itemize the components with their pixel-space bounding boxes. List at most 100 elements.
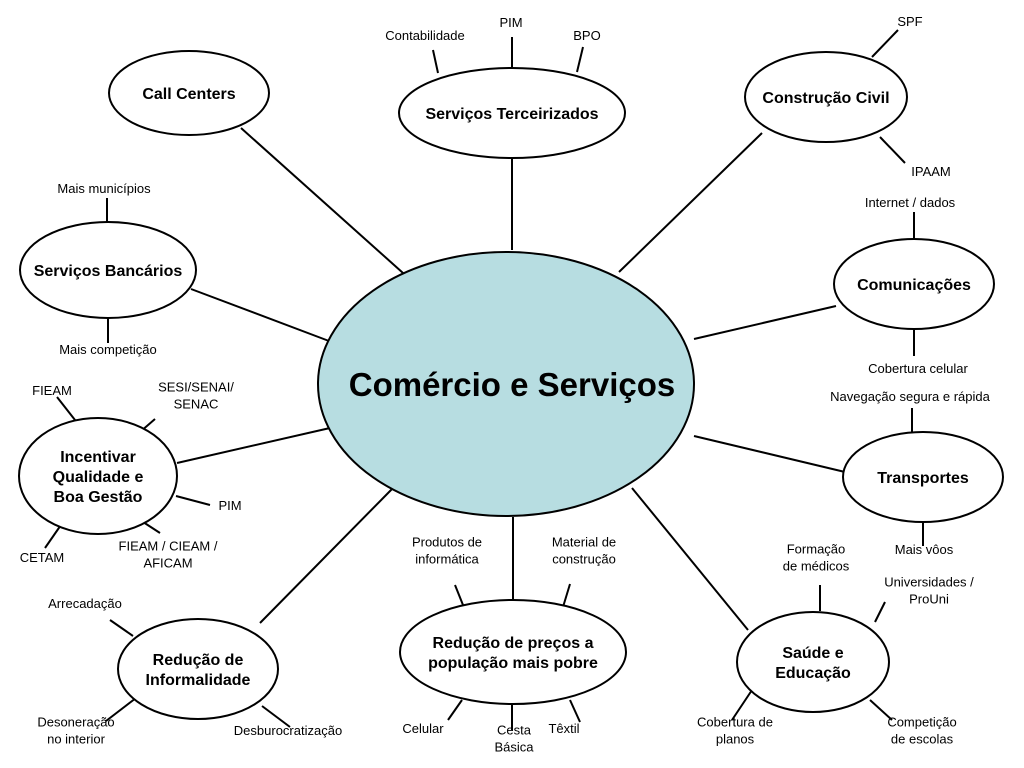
spoke-reducao-informalidade — [259, 488, 393, 624]
spoke-incentivar-qualidade — [176, 427, 331, 464]
leaf-label-reducao-informalidade-2-line-1: Desoneração — [37, 715, 114, 730]
node-ellipse-saude-educacao — [736, 611, 890, 713]
node-ellipse-servicos-terceirizados — [398, 67, 626, 159]
leaf-label-servicos-terceirizados-1: Contabilidade — [385, 28, 465, 43]
spoke-saude-educacao — [631, 487, 749, 631]
node-label-reducao-precos-line-2: população mais pobre — [428, 655, 598, 672]
node-label-transportes: Transportes — [877, 470, 969, 487]
leaf-label-comunicacoes-1: Internet / dados — [865, 195, 956, 210]
leaf-label-reducao-precos-1-line-2: informática — [415, 552, 479, 567]
node-ellipse-reducao-informalidade — [117, 618, 279, 720]
leaf-label-reducao-informalidade-3-line-1: Desburocratização — [234, 723, 342, 738]
node-ellipse-comunicacoes — [833, 238, 995, 330]
spoke-construcao-civil — [618, 132, 763, 273]
leaf-label-reducao-informalidade-1-line-1: Arrecadação — [48, 596, 122, 611]
leaf-label-servicos-terceirizados-1-line-1: Contabilidade — [385, 28, 465, 43]
node-call-centers: Call Centers — [108, 50, 270, 136]
leaf-label-servicos-bancarios-2: Mais competição — [59, 342, 157, 357]
leaf-label-comunicacoes-2: Cobertura celular — [868, 361, 968, 376]
node-comunicacoes: Comunicações — [833, 238, 995, 330]
leaf-label-incentivar-qualidade-3-line-1: PIM — [218, 498, 241, 513]
leaf-connector-construcao-civil-1 — [871, 29, 899, 58]
leaf-label-reducao-informalidade-2: Desoneração no interior — [37, 715, 114, 747]
node-label-servicos-bancarios-line-1: Serviços Bancários — [34, 263, 183, 280]
leaf-connector-saude-educacao-3 — [731, 689, 753, 721]
leaf-connector-servicos-terceirizados-1 — [432, 49, 439, 74]
node-construcao-civil: Construção Civil — [744, 51, 908, 143]
center-label: Comércio e Serviços — [349, 366, 676, 403]
leaf-label-incentivar-qualidade-4-line-2: AFICAM — [143, 556, 192, 571]
leaf-label-reducao-informalidade-1: Arrecadação — [48, 596, 122, 611]
leaf-label-comunicacoes-2-line-1: Cobertura celular — [868, 361, 968, 376]
leaf-label-reducao-precos-4-line-2: Básica — [494, 740, 534, 755]
node-label-servicos-terceirizados-line-1: Serviços Terceirizados — [425, 106, 598, 123]
leaf-label-incentivar-qualidade-4-line-1: FIEAM / CIEAM / — [119, 539, 218, 554]
node-ellipse-servicos-bancarios — [19, 221, 197, 319]
node-label-incentivar-qualidade-line-2: Qualidade e — [53, 469, 144, 486]
leaf-connector-reducao-informalidade-1 — [109, 619, 134, 637]
leaf-connector-incentivar-qualidade-1 — [56, 396, 76, 421]
leaf-label-saude-educacao-4-line-2: de escolas — [891, 732, 954, 747]
node-servicos-terceirizados: Serviços Terceirizados — [398, 67, 626, 159]
leaf-label-reducao-precos-5-line-1: Têxtil — [548, 721, 579, 736]
center-ellipse — [317, 251, 695, 517]
leaf-label-servicos-terceirizados-2-line-1: PIM — [499, 15, 522, 30]
leaf-label-reducao-precos-5: Têxtil — [548, 721, 579, 736]
node-label-construcao-civil: Construção Civil — [762, 90, 889, 107]
leaf-label-saude-educacao-2-line-1: Universidades / — [884, 575, 974, 590]
leaf-label-servicos-terceirizados-2: PIM — [499, 15, 522, 30]
node-servicos-bancarios: Serviços Bancários — [19, 221, 197, 319]
leaf-label-incentivar-qualidade-4: FIEAM / CIEAM / AFICAM — [119, 539, 218, 571]
spoke-comunicacoes — [693, 305, 837, 340]
node-transportes: Transportes — [842, 431, 1004, 523]
node-label-servicos-bancarios: Serviços Bancários — [34, 263, 183, 280]
leaf-connector-reducao-precos-5 — [569, 699, 581, 723]
center-node: Comércio e Serviços — [317, 251, 695, 517]
node-label-call-centers: Call Centers — [142, 86, 235, 103]
leaf-label-transportes-2: Mais vôos — [895, 542, 954, 557]
node-saude-educacao: Saúde e Educação — [736, 611, 890, 713]
leaf-label-transportes-1: Navegação segura e rápida — [830, 389, 990, 404]
leaf-label-reducao-precos-2-line-1: Material de — [552, 535, 616, 550]
node-ellipse-construcao-civil — [744, 51, 908, 143]
leaf-label-servicos-bancarios-1-line-1: Mais municípios — [57, 181, 151, 196]
leaf-connector-reducao-precos-3 — [447, 699, 463, 721]
leaf-label-reducao-precos-3: Celular — [402, 721, 444, 736]
node-label-saude-educacao-line-1: Saúde e — [782, 645, 843, 662]
leaf-label-saude-educacao-2-line-2: ProUni — [909, 592, 949, 607]
node-label-call-centers-line-1: Call Centers — [142, 86, 235, 103]
node-ellipse-transportes — [842, 431, 1004, 523]
leaf-label-incentivar-qualidade-3: PIM — [218, 498, 241, 513]
spoke-call-centers — [240, 127, 404, 274]
node-label-comunicacoes: Comunicações — [857, 277, 971, 294]
leaf-label-reducao-informalidade-3: Desburocratização — [234, 723, 342, 738]
leaf-connector-construcao-civil-2 — [879, 136, 906, 164]
leaf-label-comunicacoes-1-line-1: Internet / dados — [865, 195, 956, 210]
leaf-label-incentivar-qualidade-5: CETAM — [20, 550, 65, 565]
leaf-label-saude-educacao-1-line-1: Formação — [787, 542, 846, 557]
leaf-connector-incentivar-qualidade-3 — [175, 495, 211, 506]
leaf-label-construcao-civil-2-line-1: IPAAM — [911, 164, 951, 179]
node-ellipse-reducao-precos — [399, 599, 627, 705]
leaf-label-construcao-civil-1-line-1: SPF — [897, 14, 922, 29]
node-label-construcao-civil-line-1: Construção Civil — [762, 90, 889, 107]
leaf-label-incentivar-qualidade-1: FIEAM — [32, 383, 72, 398]
leaf-label-servicos-terceirizados-3-line-1: BPO — [573, 28, 600, 43]
node-ellipse-call-centers — [108, 50, 270, 136]
leaf-label-incentivar-qualidade-2-line-1: SESI/SENAI/ — [158, 380, 234, 395]
leaf-connector-servicos-terceirizados-3 — [576, 46, 584, 73]
node-label-saude-educacao-line-2: Educação — [775, 665, 851, 682]
node-ellipse-incentivar-qualidade — [18, 417, 178, 535]
leaf-label-reducao-informalidade-2-line-2: no interior — [47, 732, 105, 747]
